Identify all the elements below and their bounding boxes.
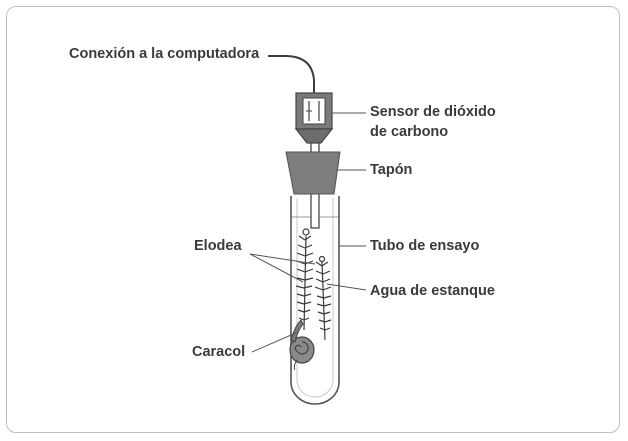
label-stopper: Tapón [370, 162, 413, 178]
elodea-plant [314, 255, 332, 341]
stopper [285, 151, 341, 195]
label-test-tube: Tubo de ensayo [370, 238, 480, 254]
label-co2-sensor-line2: de carbono [370, 124, 449, 140]
label-elodea: Elodea [194, 238, 242, 254]
leader-lines [249, 112, 367, 353]
elodea-plant [295, 228, 314, 331]
label-pond-water: Agua de estanque [370, 283, 495, 299]
label-snail: Caracol [192, 344, 246, 360]
label-computer-connection: Conexión a la computadora [69, 46, 260, 62]
co2-sensor [294, 92, 334, 144]
snail [289, 319, 315, 371]
computer-cable [268, 55, 315, 94]
label-co2-sensor-line1: Sensor de dióxido [370, 104, 496, 120]
